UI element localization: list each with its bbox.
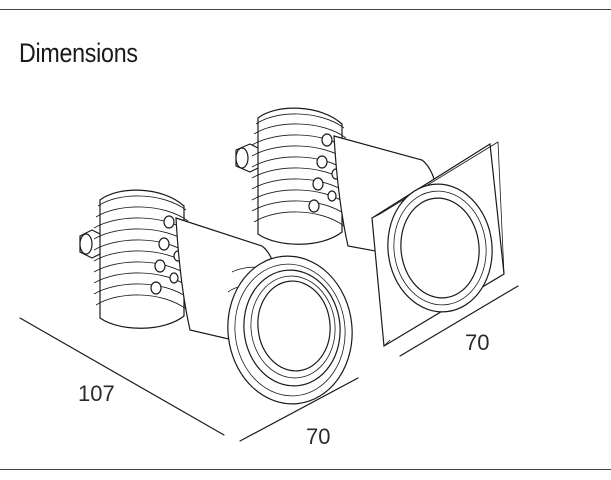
- square-width-dimension-line: [399, 285, 519, 357]
- bottom-divider: [0, 469, 611, 470]
- square-width-label: 70: [465, 330, 489, 355]
- square-bezel: [371, 141, 505, 348]
- length-dimension-line: [19, 317, 225, 436]
- round-fixture: [79, 189, 353, 405]
- round-bezel: [227, 255, 353, 405]
- square-fixture-heatsink: [251, 107, 348, 245]
- length-label: 107: [78, 381, 115, 406]
- top-divider: [0, 9, 611, 10]
- dimension-lines: [19, 285, 519, 442]
- round-width-label: 70: [306, 424, 330, 449]
- square-fixture: [235, 107, 505, 348]
- round-fixture-heatsink: [93, 189, 190, 329]
- section-title: Dimensions: [19, 38, 138, 68]
- round-width-dimension-line: [239, 377, 359, 442]
